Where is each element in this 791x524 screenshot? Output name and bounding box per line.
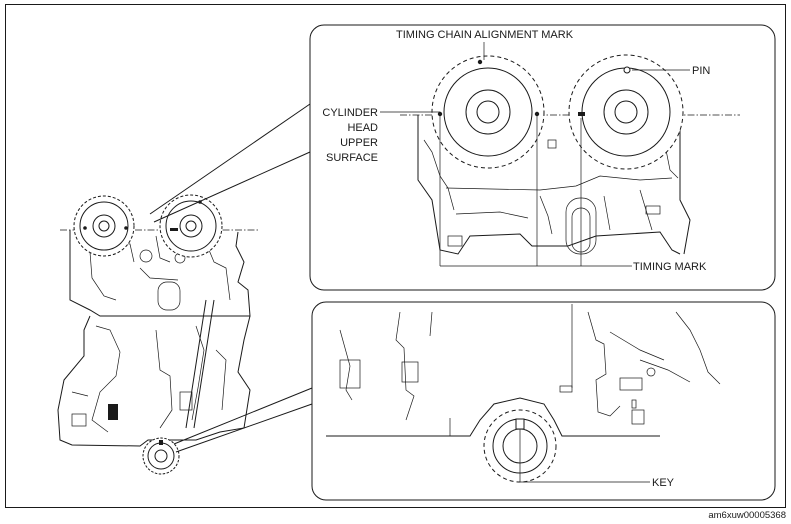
label-upper: UPPER xyxy=(340,137,378,149)
zoom-line-upper-a xyxy=(149,103,311,215)
label-timing-mark: TIMING MARK xyxy=(633,261,707,273)
zoom-line-lower-b xyxy=(175,403,313,453)
label-head: HEAD xyxy=(347,122,378,134)
figure-border xyxy=(5,4,786,508)
figure-code: am6xuw00005368 xyxy=(708,510,786,521)
label-key: KEY xyxy=(652,477,675,489)
left-exhaust-sprocket xyxy=(159,194,223,258)
exhaust-sprocket xyxy=(568,54,684,170)
key-icon xyxy=(515,418,525,430)
crankshaft-detail-panel xyxy=(311,301,776,501)
engine-front-view xyxy=(57,194,258,475)
zoom-line-lower-a xyxy=(173,387,313,445)
left-intake-sprocket xyxy=(73,195,135,257)
label-timing-chain-alignment-mark: TIMING CHAIN ALIGNMENT MARK xyxy=(396,29,574,41)
label-pin: PIN xyxy=(692,65,710,77)
label-surface: SURFACE xyxy=(326,152,378,164)
left-crank-sprocket xyxy=(142,437,180,475)
zoom-line-upper-b xyxy=(153,151,311,223)
camshaft-detail-panel xyxy=(309,24,776,291)
intake-sprocket xyxy=(431,55,545,169)
label-cylinder: CYLINDER xyxy=(322,107,378,119)
